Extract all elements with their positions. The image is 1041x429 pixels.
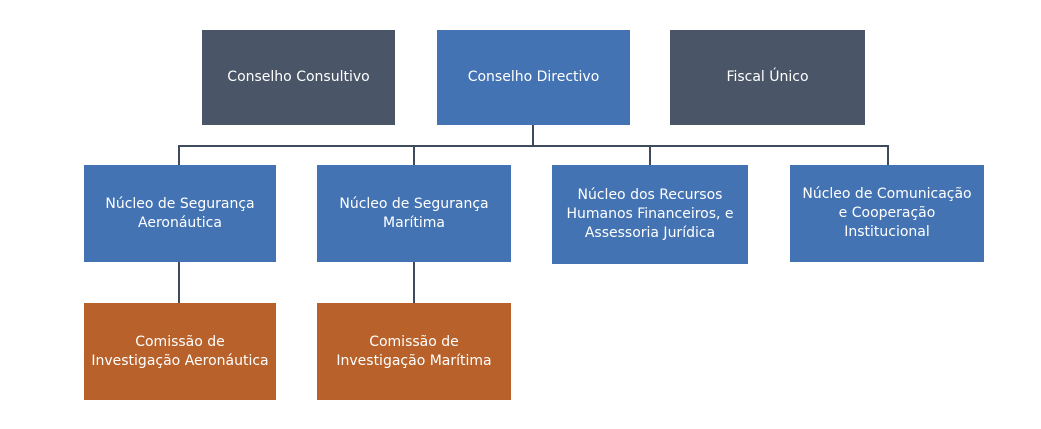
connector-to-nucleo-maritima [413, 145, 415, 165]
comissao-investigacao-aeronautica-box: Comissão de Investigação Aeronáutica [84, 303, 276, 400]
nucleo-recursos-humanos-box: Núcleo dos Recursos Humanos Financeiros,… [552, 165, 748, 264]
connector-directivo-down [532, 124, 534, 146]
connector-to-comissao-maritima [413, 262, 415, 303]
connector-to-nucleo-aeronautica [178, 145, 180, 165]
connector-to-nucleo-recursos [649, 145, 651, 165]
conselho-directivo-box: Conselho Directivo [437, 30, 630, 125]
conselho-consultivo-box: Conselho Consultivo [202, 30, 395, 125]
fiscal-unico-box: Fiscal Único [670, 30, 865, 125]
nucleo-comunicacao-box: Núcleo de Comunicação e Cooperação Insti… [790, 165, 984, 262]
connector-to-nucleo-comunicacao [887, 145, 889, 165]
nucleo-seguranca-aeronautica-box: Núcleo de Segurança Aeronáutica [84, 165, 276, 262]
nucleo-seguranca-maritima-box: Núcleo de Segurança Marítima [317, 165, 511, 262]
comissao-investigacao-maritima-box: Comissão de Investigação Marítima [317, 303, 511, 400]
connector-to-comissao-aeronautica [178, 262, 180, 303]
connector-horizontal-bus [178, 145, 889, 147]
